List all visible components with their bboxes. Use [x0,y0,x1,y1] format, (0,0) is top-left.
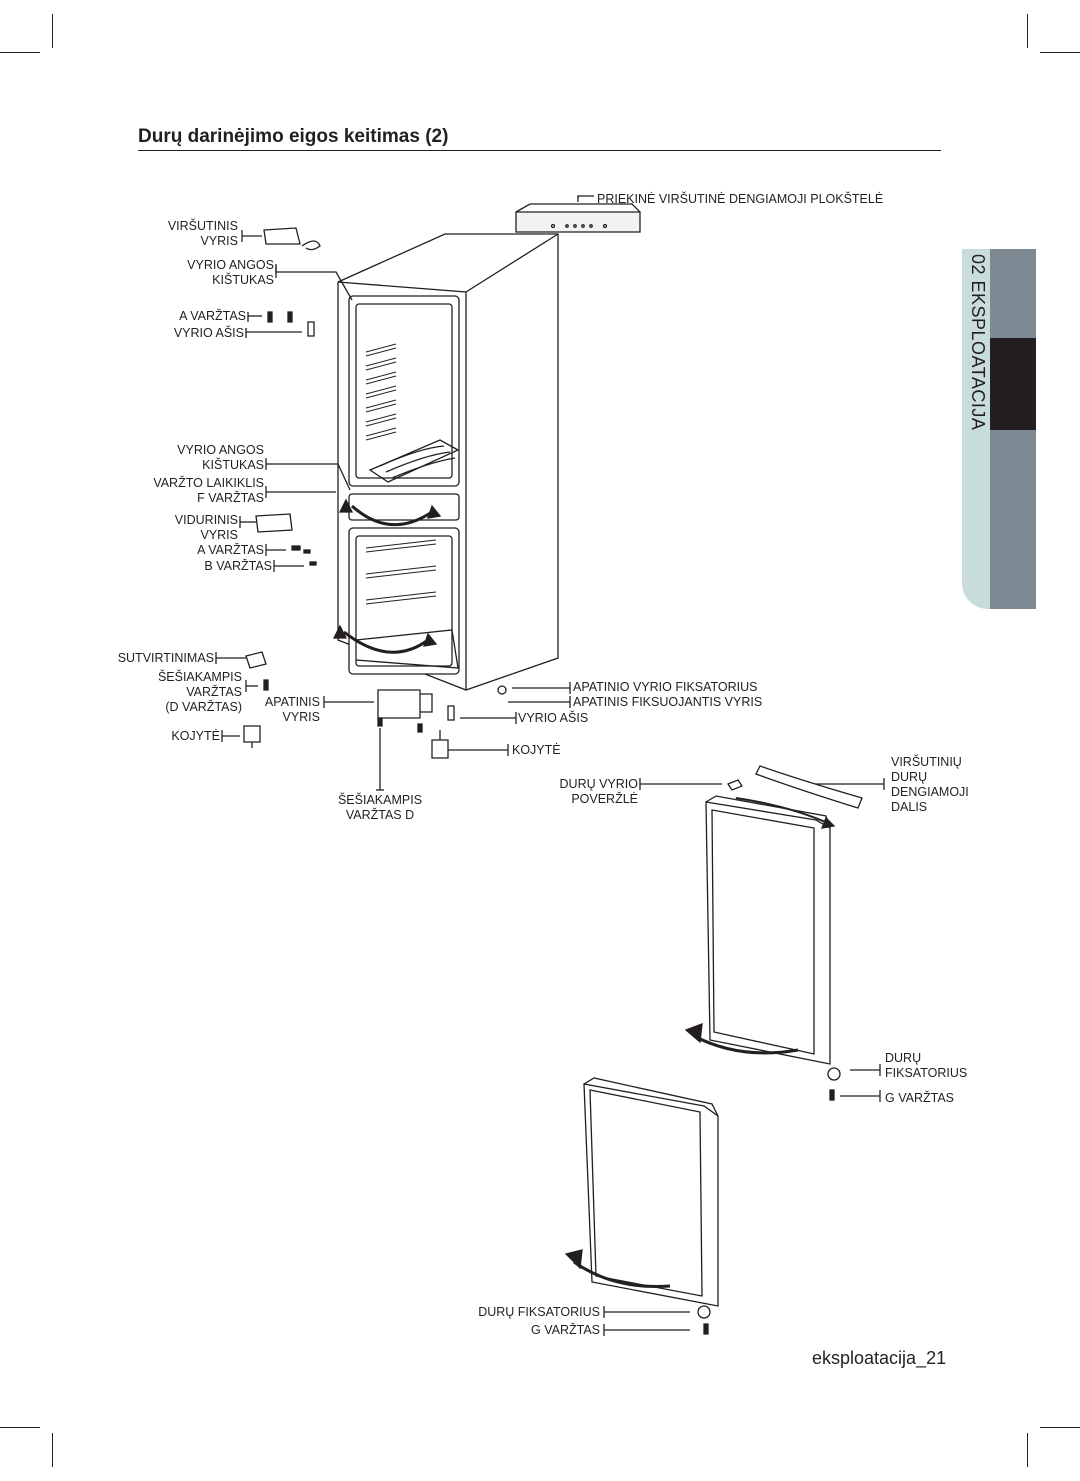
label-bottom-fix-hinge: APATINIS FIKSUOJANTIS VYRIS [573,695,763,709]
label-leg-left: KOJYTĖ [171,729,220,743]
label-bolt-holder: VARŽTO LAIKIKLIS F VARŽTAS [140,476,264,506]
label-hinge-cap2-line2: KIŠTUKAS [202,458,264,472]
label-hex-bolt-d-line2: VARŽTAS D [345,808,415,822]
label-hex-bolt-d: ŠEŠIAKAMPIS VARŽTAS D [320,793,440,823]
label-hinge-shaft-2: VYRIO AŠIS [518,711,589,725]
label-front-top-cover: PRIEKINĖ VIRŠUTINĖ DENGIAMOJI PLOKŠTELĖ [597,192,884,206]
label-hex-bolt-d-line1: ŠEŠIAKAMPIS [337,793,423,807]
label-bolt-g-bottom: G VARŽTAS [531,1323,600,1337]
label-bottom-hinge-line2: VYRIS [282,710,320,724]
label-hinge-cap-line2: KIŠTUKAS [212,273,274,287]
page-number: eksploatacija_21 [812,1348,947,1368]
label-hinge-cap2-line1: VYRIO ANGOS [177,443,264,457]
label-top-door-cover-line4: DALIS [891,800,928,814]
label-hex-bolt-line2: VARŽTAS [186,685,242,699]
section-tab-label: 02 EKSPLOATACIJA [968,254,988,431]
label-hinge-cap: VYRIO ANGOS KIŠTUKAS [150,258,274,288]
label-bolt-a: A VARŽTAS [179,309,246,323]
label-bottom-hinge-fixer: APATINIO VYRIO FIKSATORIUS [573,680,758,694]
label-door-fixer-line2: FIKSATORIUS [885,1066,968,1080]
label-top-hinge-line1: VIRŠUTINIS [167,219,238,233]
title-rule [138,150,941,151]
label-bolt-f: F VARŽTAS [197,491,264,505]
label-reinforcement: SUTVIRTINIMAS [117,651,214,665]
label-door-fixer-line1: DURŲ [885,1051,922,1065]
label-top-door-cover-line2: DURŲ [891,770,928,784]
label-top-door-cover-line3: DENGIAMOJI [891,785,969,799]
label-hinge-shaft: VYRIO AŠIS [173,326,244,340]
label-bolt-b: B VARŽTAS [204,559,272,573]
label-door-washer-line2: POVERŽLĖ [571,792,638,806]
front-top-cover-part [515,203,641,233]
label-hinge-cap-2: VYRIO ANGOS KIŠTUKAS [150,443,264,473]
label-hex-bolt-line3: (D VARŽTAS) [165,700,242,714]
label-hex-bolt: ŠEŠIAKAMPIS VARŽTAS (D VARŽTAS) [130,670,242,715]
crop-mark [1027,1433,1028,1467]
crop-mark [1040,1427,1080,1428]
label-top-hinge: VIRŠUTINIS VYRIS [150,219,238,249]
label-leg-right: KOJYTĖ [512,743,561,757]
refrigerator-body [337,233,559,691]
label-top-hinge-line2: VYRIS [200,234,238,248]
section-tab-active [990,338,1036,430]
crop-mark [1027,14,1028,48]
label-bolt-a2: A VARŽTAS [197,543,264,557]
crop-mark [1040,52,1080,53]
label-top-door-cover: VIRŠUTINIŲ DURŲ DENGIAMOJI DALIS [891,755,969,815]
crop-mark [0,1427,40,1428]
label-bolt-g: G VARŽTAS [885,1091,954,1105]
label-hinge-cap-line1: VYRIO ANGOS [187,258,274,272]
label-top-door-cover-line1: VIRŠUTINIŲ [891,755,962,769]
label-door-fixer: DURŲ FIKSATORIUS [885,1051,967,1081]
label-hex-bolt-line1: ŠEŠIAKAMPIS [157,670,242,684]
crop-mark [52,1433,53,1467]
label-middle-hinge-line1: VIDURINIS [174,513,238,527]
label-door-washer: DURŲ VYRIO POVERŽLĖ [520,777,638,807]
label-door-fixer-bottom: DURŲ FIKSATORIUS [478,1305,600,1319]
label-middle-hinge-line2: VYRIS [200,528,238,542]
label-middle-hinge: VIDURINIS VYRIS [150,513,238,543]
lower-door-drawing [583,1077,719,1307]
crop-mark [52,14,53,48]
label-bolt-holder-line1: VARŽTO LAIKIKLIS [153,476,264,490]
upper-door-drawing [705,795,831,1065]
section-tab-label-bg [962,249,990,609]
label-bottom-hinge: APATINIS VYRIS [250,695,320,725]
label-bottom-hinge-line1: APATINIS [264,695,320,709]
page-title: Durų darinėjimo eigos keitimas (2) [138,126,449,147]
crop-mark [0,52,40,53]
label-door-washer-line1: DURŲ VYRIO [559,777,638,791]
